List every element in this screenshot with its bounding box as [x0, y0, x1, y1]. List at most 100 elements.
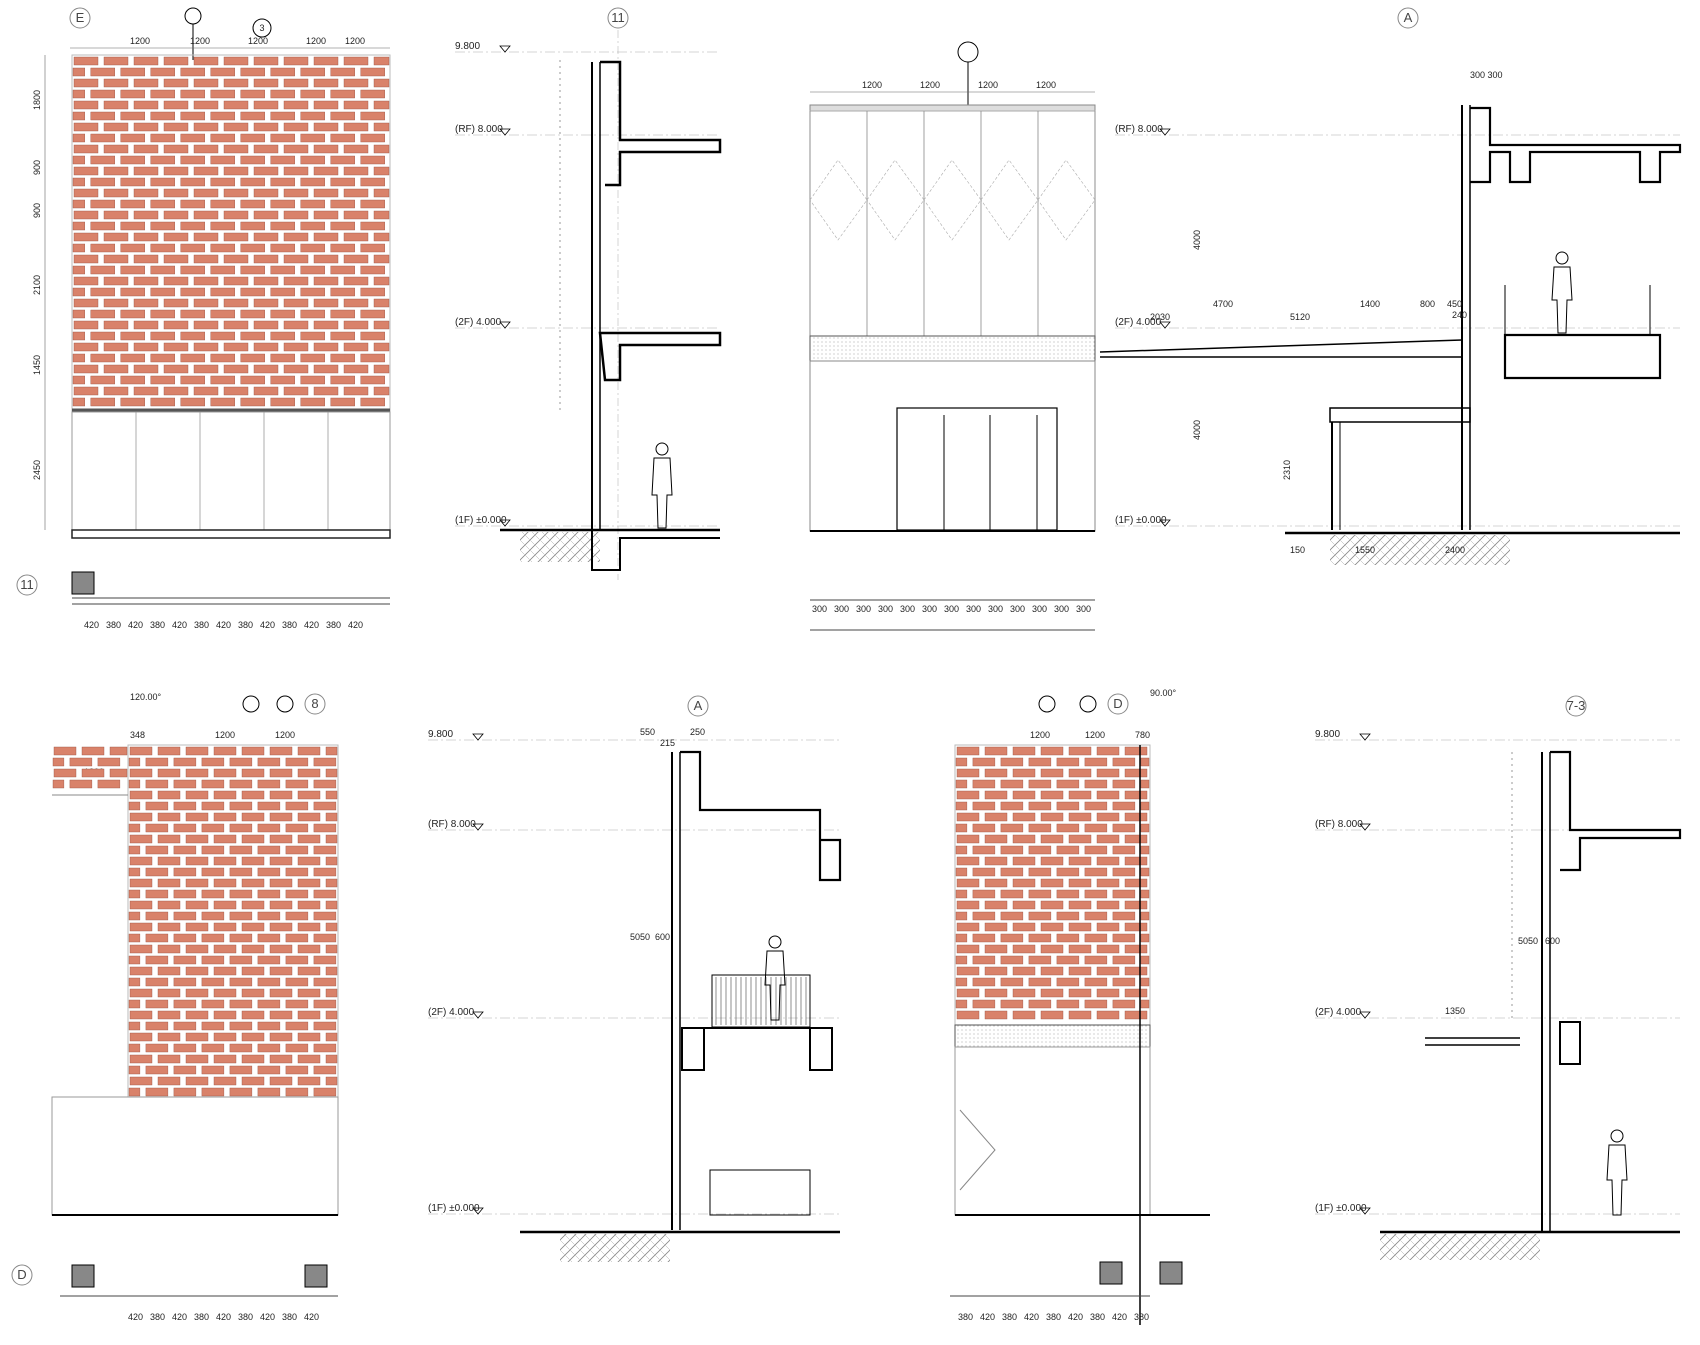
dim-label: 420: [128, 1312, 143, 1322]
brick: [69, 779, 93, 789]
brick: [150, 67, 176, 77]
brick: [128, 889, 141, 899]
brick: [241, 1076, 265, 1086]
brick: [120, 243, 146, 253]
brick: [240, 67, 266, 77]
brick: [269, 1076, 293, 1086]
earth-hatch: [560, 1234, 670, 1262]
brick: [313, 977, 337, 987]
brick: [313, 933, 337, 943]
level-label: (2F) 4.000: [455, 317, 502, 328]
brick: [1096, 768, 1120, 778]
brick: [120, 265, 146, 275]
dim-label: 300: [1054, 604, 1069, 614]
brick: [180, 309, 206, 319]
brick: [313, 100, 339, 110]
brick: [270, 287, 295, 297]
brick: [185, 900, 209, 910]
brick: [1000, 999, 1024, 1009]
brick: [253, 232, 279, 242]
brick: [270, 199, 295, 209]
brick: [283, 386, 309, 396]
brick: [129, 1076, 153, 1086]
brick: [129, 900, 153, 910]
dim: 450: [1447, 299, 1462, 309]
brick: [325, 834, 338, 844]
brick: [1112, 889, 1136, 899]
brick: [1012, 878, 1036, 888]
brick: [330, 331, 355, 341]
brick: [360, 265, 385, 275]
dim-label: 380: [1046, 1312, 1061, 1322]
brick: [73, 122, 99, 132]
brick: [1084, 955, 1108, 965]
brick: [1000, 757, 1024, 767]
brick: [213, 812, 237, 822]
brick: [73, 166, 99, 176]
brick: [223, 298, 249, 308]
brick: [1028, 801, 1052, 811]
brick: [360, 89, 385, 99]
brick: [313, 911, 337, 921]
brick: [97, 757, 121, 767]
brick: [1112, 933, 1136, 943]
brick: [1124, 856, 1148, 866]
brick: [201, 1065, 225, 1075]
brick: [297, 1032, 321, 1042]
brick: [313, 823, 337, 833]
brick: [269, 900, 293, 910]
dim-900: 900: [32, 203, 42, 218]
brick: [253, 188, 279, 198]
brick: [285, 845, 309, 855]
brick: [984, 768, 1008, 778]
brick: [300, 67, 325, 77]
brick: [283, 254, 309, 264]
brick: [325, 746, 338, 756]
floor-slab: [1503, 333, 1662, 380]
brick: [229, 823, 253, 833]
brick: [984, 988, 1008, 998]
brick: [1056, 845, 1080, 855]
dim: 2030: [1150, 312, 1170, 322]
brick: [120, 221, 146, 231]
brick: [360, 221, 385, 231]
brick: [984, 944, 1008, 954]
brick: [145, 889, 169, 899]
brick: [1112, 801, 1136, 811]
grid-label-E: E: [76, 10, 85, 25]
brick: [223, 254, 249, 264]
brick: [1012, 768, 1036, 778]
dim: 2400: [1445, 545, 1465, 555]
brick: [173, 911, 197, 921]
brick: [129, 812, 153, 822]
brick: [313, 1021, 337, 1031]
brick: [1068, 746, 1092, 756]
brick: [103, 364, 129, 374]
column-plan: [1159, 1261, 1183, 1285]
brick: [330, 397, 355, 407]
dim-label: 380: [238, 620, 253, 630]
entrance-door-frame[interactable]: [896, 407, 1058, 531]
brick: [1000, 889, 1024, 899]
brick: [180, 265, 206, 275]
brick: [285, 999, 309, 1009]
dim-label: 380: [194, 1312, 209, 1322]
brick: [145, 867, 169, 877]
brick: [257, 955, 281, 965]
brick: [955, 889, 968, 899]
level-triangle: [472, 1207, 484, 1215]
brick: [193, 320, 219, 330]
brick: [360, 199, 385, 209]
brick: [297, 812, 321, 822]
brick: [145, 845, 169, 855]
dim-label: 420: [348, 620, 363, 630]
brick: [201, 1021, 225, 1031]
person-silhouette: [1551, 251, 1573, 334]
callout-bubble: [184, 7, 202, 25]
brick: [300, 331, 325, 341]
brick: [1084, 911, 1108, 921]
lattice-diamond: [866, 159, 925, 241]
brick: [73, 320, 99, 330]
brick: [150, 221, 176, 231]
brick: [90, 243, 116, 253]
